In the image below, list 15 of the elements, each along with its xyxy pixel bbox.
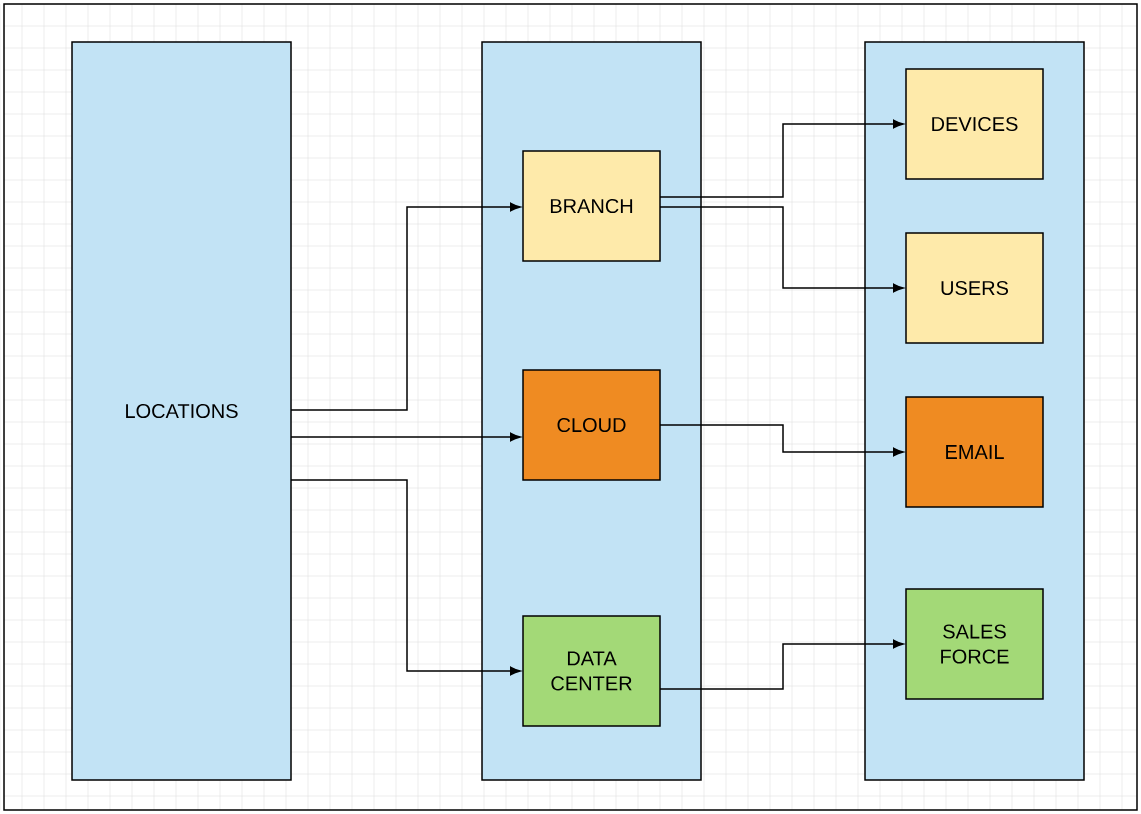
arrow bbox=[659, 206, 904, 293]
process-box: DATA CENTER bbox=[522, 615, 661, 727]
process-box: CLOUD bbox=[522, 369, 661, 481]
arrow bbox=[290, 432, 521, 442]
arrow bbox=[659, 119, 904, 198]
process-box: DEVICES bbox=[905, 68, 1044, 180]
arrow bbox=[290, 479, 521, 676]
process-box: EMAIL bbox=[905, 396, 1044, 508]
arrow bbox=[659, 639, 904, 690]
arrow bbox=[290, 202, 521, 411]
column-panel: LOCATIONS bbox=[71, 41, 292, 781]
arrow bbox=[659, 424, 904, 457]
process-box: USERS bbox=[905, 232, 1044, 344]
process-box: SALES FORCE bbox=[905, 588, 1044, 700]
process-box: BRANCH bbox=[522, 150, 661, 262]
